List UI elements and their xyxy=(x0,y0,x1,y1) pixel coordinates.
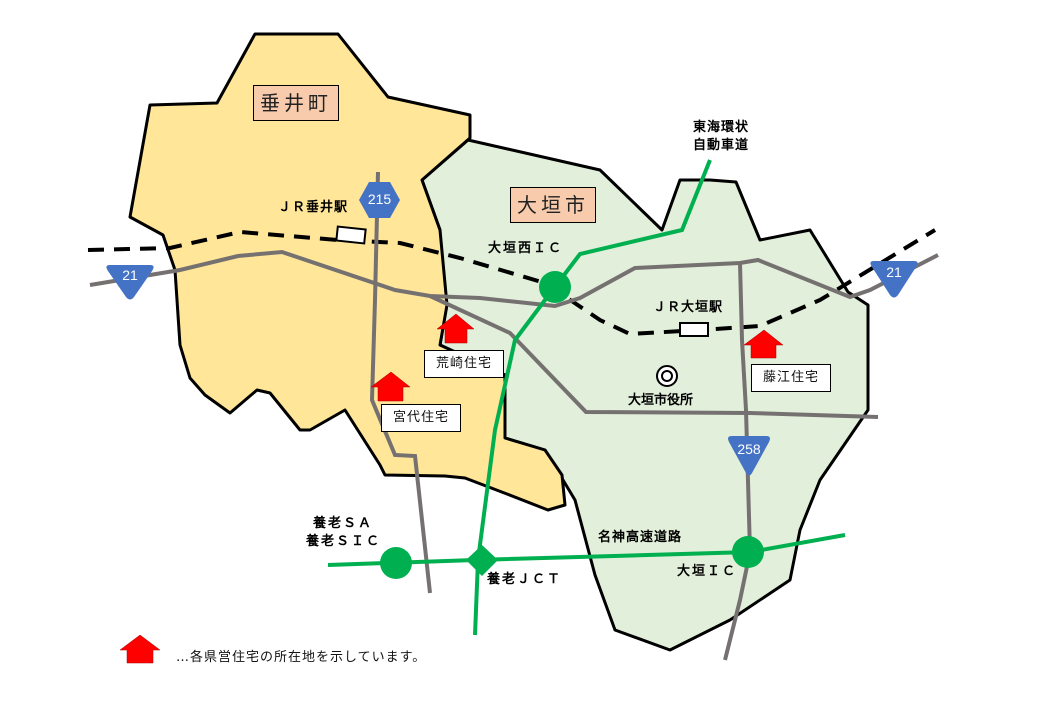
ogaki-city-label: 大垣市 xyxy=(510,187,596,223)
yoro-sic-label: 養老ＳＩＣ xyxy=(306,534,382,549)
ogaki-ic-label: 大垣ＩＣ xyxy=(677,564,738,579)
arasaki-housing-label[interactable]: 荒崎住宅 xyxy=(424,350,504,378)
route-21-west-number: 21 xyxy=(122,267,138,283)
tokai-kanjo-expressway-line xyxy=(473,159,712,636)
route-215-shield[interactable] xyxy=(359,182,400,218)
ogaki-ic-marker[interactable] xyxy=(732,536,764,568)
jr-tarui-station-label: ＪＲ垂井駅 xyxy=(278,200,349,215)
ogaki-nishi-ic-label: 大垣西ＩＣ xyxy=(488,241,564,256)
tokai-kanjo-expressway-label-1: 東海環状 xyxy=(693,120,750,135)
route-21-west-shield[interactable] xyxy=(106,265,154,300)
jr-ogaki-station-label: ＪＲ大垣駅 xyxy=(653,300,724,315)
yoro-sa-label: 養老ＳＡ xyxy=(313,516,374,531)
route-21-road xyxy=(89,249,939,309)
tarui-town-label: 垂井町 xyxy=(253,85,339,121)
jr-ogaki-station-icon[interactable] xyxy=(679,322,709,337)
route-215-number: 215 xyxy=(367,191,392,207)
route-258-shield[interactable] xyxy=(728,436,770,476)
fujie-housing-icon[interactable] xyxy=(743,329,784,359)
legend-house-icon xyxy=(119,634,161,664)
arasaki-housing-icon[interactable] xyxy=(436,313,475,344)
yoro-sa-marker[interactable] xyxy=(380,547,412,579)
fujie-housing-label[interactable]: 藤江住宅 xyxy=(751,364,831,392)
yoro-jct-marker[interactable] xyxy=(466,545,498,576)
yoro-jct-label: 養老ＪＣＴ xyxy=(487,572,563,587)
city-hall-icon-inner xyxy=(661,370,673,382)
route-21-east-number: 21 xyxy=(886,264,902,280)
legend-text: …各県営住宅の所在地を示しています。 xyxy=(176,650,427,665)
city-hall-label: 大垣市役所 xyxy=(628,393,694,408)
miyashiro-housing-icon[interactable] xyxy=(370,371,411,402)
route-258-road xyxy=(723,262,753,661)
route-21-east-shield[interactable] xyxy=(870,261,918,298)
meishin-expressway-label: 名神高速道路 xyxy=(598,530,683,545)
city-road xyxy=(429,294,879,419)
city-hall-icon[interactable] xyxy=(656,365,678,387)
miyashiro-housing-label[interactable]: 宮代住宅 xyxy=(381,404,461,432)
tokai-kanjo-expressway-label-2: 自動車道 xyxy=(693,138,750,153)
ogaki-nishi-ic-marker[interactable] xyxy=(539,271,571,303)
route-258-number: 258 xyxy=(737,441,761,457)
jr-tarui-station-icon[interactable] xyxy=(335,225,367,245)
